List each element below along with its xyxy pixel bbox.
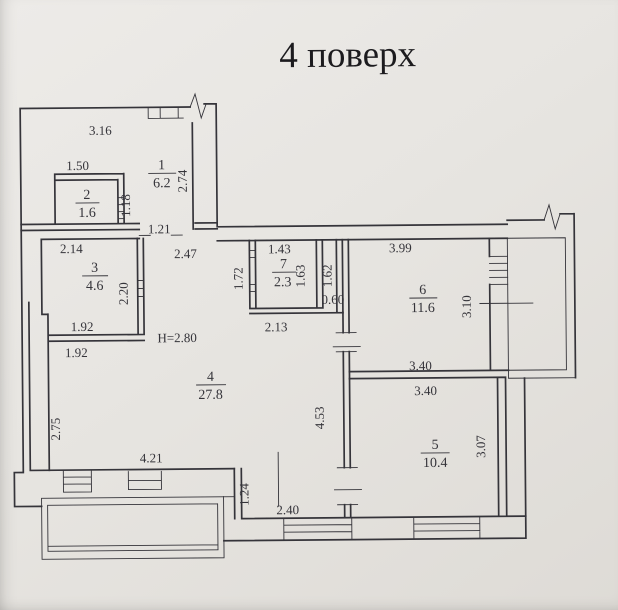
room-2-area: 1.6 (78, 206, 96, 221)
room-7-area: 2.3 (274, 275, 292, 290)
dim-1-43: 1.43 (268, 241, 291, 256)
dim-2-13: 2.13 (265, 319, 288, 334)
dim-1-21: 1.21 (148, 221, 171, 236)
dim-1-18: 1.18 (118, 194, 133, 217)
dim-3-07: 3.07 (473, 435, 488, 458)
ceiling-height-note: H=2.80 (157, 330, 197, 345)
room-1-number: 1 (158, 158, 165, 173)
rooms-5-6-walls (233, 237, 527, 541)
dimension-labels: 3.16 1.50 2.74 1.18 1.21 2.47 2.14 2.20 … (48, 123, 488, 518)
hall-right-wall (332, 238, 362, 519)
dim-2-14: 2.14 (60, 241, 83, 256)
room-5-number: 5 (432, 438, 439, 453)
room-5-area: 10.4 (423, 456, 448, 471)
wall-break-icon (189, 92, 561, 231)
room-label-bars (75, 172, 450, 454)
room-3-area: 4.6 (86, 279, 104, 294)
dim-2-20: 2.20 (116, 282, 131, 305)
room-4-number: 4 (207, 370, 214, 385)
room-7-number: 7 (280, 257, 287, 272)
dim-3-16: 3.16 (89, 123, 112, 138)
dim-1-50: 1.50 (66, 158, 89, 173)
dimension-ticks (138, 234, 534, 304)
dim-3-99: 3.99 (389, 240, 412, 255)
dim-1-72: 1.72 (231, 267, 246, 290)
dim-1-62: 1.62 (320, 264, 335, 287)
dim-2-74: 2.74 (175, 169, 190, 192)
dim-1-92-upper: 1.92 (71, 319, 94, 334)
room-labels: 1 6.2 2 1.6 3 4.6 4 27.8 5 10.4 6 11.6 7… (78, 158, 448, 471)
dim-1-63: 1.63 (293, 265, 308, 288)
room-3-number: 3 (91, 261, 98, 276)
room-4-area: 27.8 (198, 388, 223, 403)
outer-walls (13, 102, 577, 542)
page-title: 4 поверх (279, 34, 417, 76)
dim-3-10: 3.10 (459, 295, 474, 318)
rooms-1-2-walls (20, 106, 219, 232)
room-3-walls (40, 237, 146, 472)
dim-4-21: 4.21 (140, 450, 163, 465)
bottom-balcony-walls (41, 496, 235, 560)
room-7-walls (248, 238, 344, 315)
room-1-area: 6.2 (153, 176, 171, 191)
dim-0-60: 0.60 (321, 292, 344, 307)
dim-2-40: 2.40 (276, 502, 299, 517)
bottom-openings (62, 451, 280, 507)
room-6-area: 11.6 (411, 301, 435, 316)
dim-3-40-upper: 3.40 (409, 358, 432, 373)
dim-2-47: 2.47 (174, 246, 197, 261)
dim-1-92-lower: 1.92 (65, 345, 88, 360)
dim-4-53: 4.53 (312, 406, 327, 429)
dim-2-75: 2.75 (48, 418, 63, 441)
room-2-number: 2 (83, 188, 90, 203)
room-6-number: 6 (419, 283, 426, 298)
dim-3-40-lower: 3.40 (414, 383, 437, 398)
dim-1-24: 1.24 (236, 483, 251, 506)
right-balcony-walls (506, 237, 576, 379)
